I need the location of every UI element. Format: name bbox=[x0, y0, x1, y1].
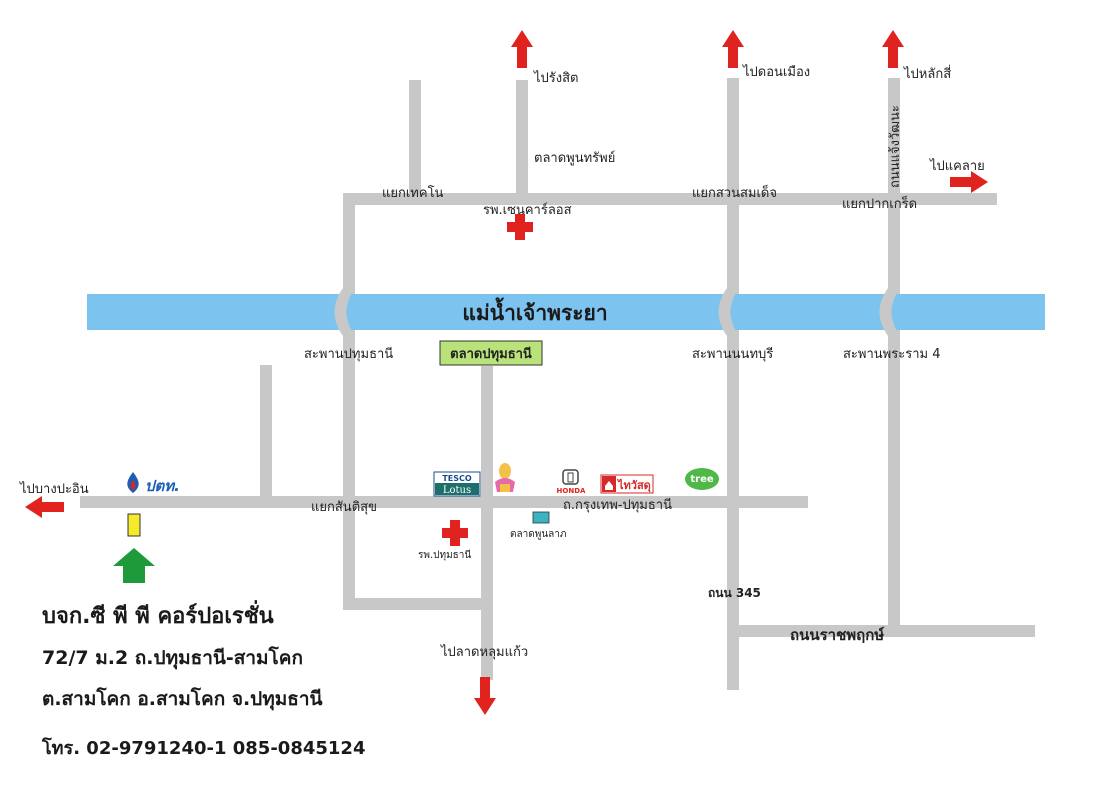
rama4-bridge bbox=[879, 288, 900, 336]
arrow-up-donmueang-icon bbox=[722, 30, 744, 68]
road-market-south bbox=[481, 366, 493, 680]
road-techno-spur bbox=[409, 80, 421, 198]
road-ratchaphruek bbox=[735, 625, 1035, 637]
ptt-logo: ปตท. bbox=[127, 472, 180, 495]
arrow-down-latlumkaeo-icon bbox=[474, 677, 496, 715]
label-to-donmueang: ไปดอนเมือง bbox=[742, 64, 810, 80]
label-chaengwattana-road: ถนนแจ้งวัฒนะ bbox=[888, 105, 903, 188]
house-icon bbox=[605, 481, 613, 490]
label-pathum-bridge: สะพานปทุมธานี bbox=[304, 346, 393, 362]
label-nonthaburi-bridge: สะพานนนทบุรี bbox=[692, 346, 773, 362]
road-north-spur-west bbox=[260, 365, 272, 500]
label-road-345: ถนน 345 bbox=[708, 586, 761, 600]
company-location-marker bbox=[127, 513, 141, 537]
tree-logo-text: tree bbox=[690, 474, 713, 485]
pathum-market-label: ตลาดปทุมธานี bbox=[450, 346, 532, 362]
company-address-line2: ต.สามโคก อ.สามโคก จ.ปทุมธานี bbox=[42, 688, 323, 710]
road-krungthep-pathum bbox=[80, 496, 808, 508]
tesco-lotus-logo: TESCO Lotus bbox=[433, 471, 481, 497]
arrow-up-location-icon bbox=[113, 548, 155, 583]
label-santisuk-junction: แยกสันติสุข bbox=[311, 500, 377, 515]
honda-logo: HONDA bbox=[557, 469, 586, 495]
royal-emblem-icon bbox=[495, 463, 515, 492]
lotus-logo-text: Lotus bbox=[443, 485, 471, 496]
honda-logo-text: HONDA bbox=[557, 487, 586, 495]
label-st-carlos-hospital: รพ.เซนคาร์ลอส bbox=[483, 202, 572, 218]
the-tree-logo: tree bbox=[685, 468, 719, 490]
label-techno-junction: แยกเทคโน bbox=[382, 185, 444, 201]
pathum-market-box bbox=[439, 340, 543, 366]
pun-lap-market-marker bbox=[532, 511, 550, 524]
label-to-laksi: ไปหลักสี่ bbox=[903, 65, 951, 82]
road-southwest-loop bbox=[343, 598, 493, 610]
label-to-rangsit: ไปรังสิต bbox=[533, 70, 579, 86]
road-west-north bbox=[343, 193, 355, 294]
label-pathum-hospital: รพ.ปทุมธานี bbox=[418, 549, 471, 561]
label-suan-somdet-junction: แยกสวนสมเด็จ bbox=[692, 183, 777, 201]
nonthaburi-bridge bbox=[718, 288, 739, 336]
road-chaengwattana-north bbox=[888, 78, 900, 294]
pathum-bridge bbox=[334, 288, 355, 336]
label-pak-kret-junction: แยกปากเกร็ด bbox=[842, 194, 917, 212]
label-pun-sap-market: ตลาดพูนทรัพย์ bbox=[534, 150, 615, 166]
tesco-logo-text: TESCO bbox=[442, 474, 472, 483]
label-pun-lap-market: ตลาดพูนลาภ bbox=[510, 529, 567, 540]
arrow-up-rangsit-icon bbox=[511, 30, 533, 68]
label-to-bang-pa-in: ไปบางปะอิน bbox=[19, 481, 89, 497]
label-to-lat-lum-kaeo: ไปลาดหลุมแก้ว bbox=[440, 644, 528, 660]
label-to-khaelai: ไปแคลาย bbox=[929, 158, 985, 174]
road-chaengwattana-south bbox=[888, 330, 900, 630]
company-name: บจก.ซี พี พี คอร์ปอเรชั่น bbox=[42, 604, 274, 629]
road-north-horizontal bbox=[343, 193, 997, 205]
label-rama4-bridge: สะพานพระราม 4 bbox=[843, 347, 940, 362]
river-label: แม่น้ำเจ้าพระยา bbox=[462, 297, 607, 325]
road-donmueang-north bbox=[727, 78, 739, 294]
ptt-logo-text: ปตท. bbox=[145, 477, 180, 495]
label-ratchaphruek-road: ถนนราชพฤกษ์ bbox=[790, 626, 885, 644]
arrow-right-khaelai-icon bbox=[950, 171, 988, 193]
company-address-line1: 72/7 ม.2 ถ.ปทุมธานี-สามโคก bbox=[42, 647, 303, 669]
st-carlos-hospital-icon bbox=[507, 214, 533, 240]
company-phone: โทร. 02-9791240-1 085-0845124 bbox=[42, 738, 366, 759]
road-to-rangsit bbox=[516, 80, 528, 198]
pathum-hospital-icon bbox=[442, 520, 468, 546]
road-west-south bbox=[343, 330, 355, 610]
label-krungthep-pathum-road: ถ.กรุงเทพ-ปทุมธานี bbox=[563, 497, 672, 513]
thaiwatsadu-logo: ไทวัสดุ bbox=[600, 474, 654, 494]
thaiwatsadu-logo-text: ไทวัสดุ bbox=[616, 478, 651, 493]
road-345 bbox=[727, 330, 739, 690]
arrow-left-bangpain-icon bbox=[25, 496, 64, 518]
arrow-up-laksi-icon bbox=[882, 30, 904, 68]
